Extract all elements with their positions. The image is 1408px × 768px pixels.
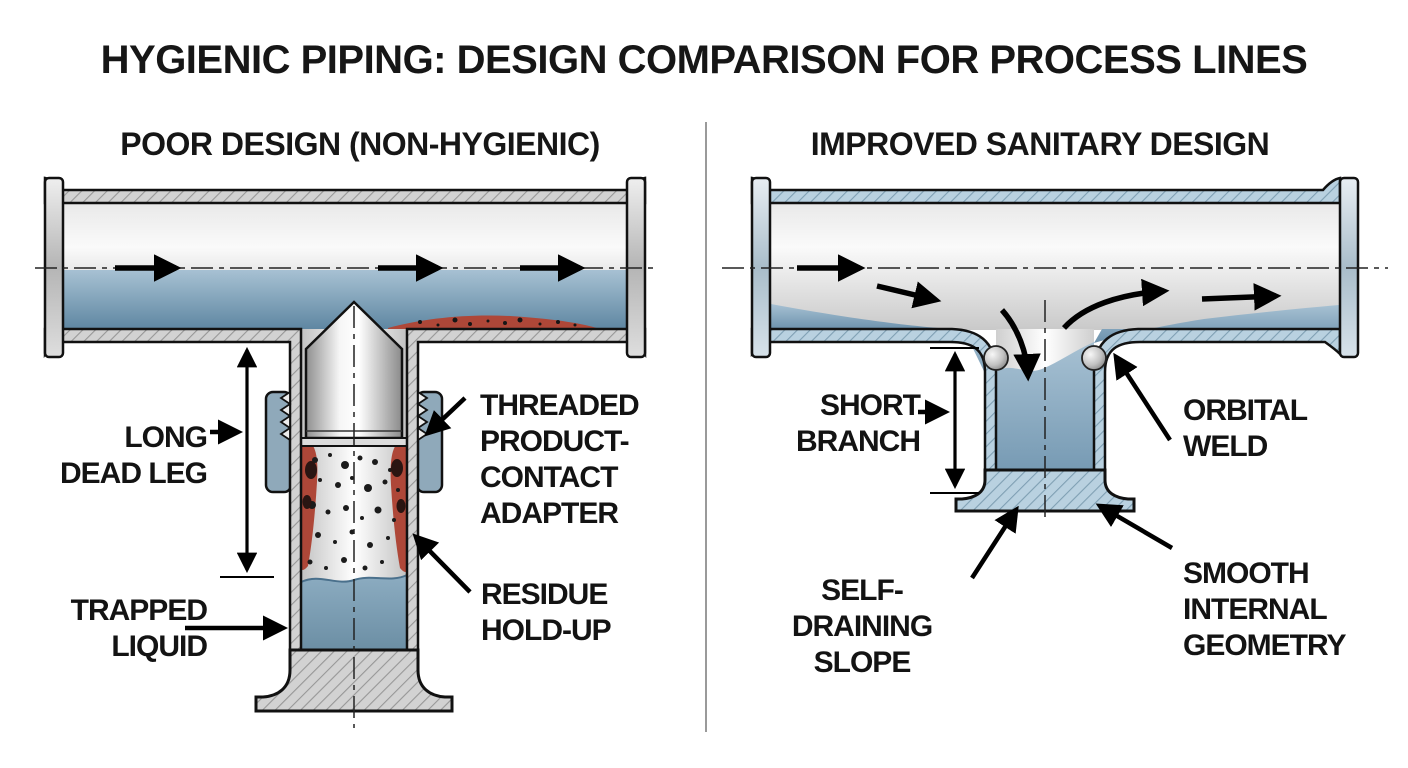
weld-bead-icon — [983, 345, 1009, 371]
flow-out-of-branch-arrow — [1061, 278, 1170, 330]
orbital-weld-arrow — [1113, 352, 1172, 442]
pointer-arrows — [185, 396, 472, 641]
label-orbital-weld: ORBITAL WELD — [1183, 394, 1308, 463]
branch-flange — [254, 648, 454, 713]
thread-teeth — [279, 390, 429, 442]
self-draining-arrow — [970, 505, 1019, 580]
residue-smear-speckles — [418, 317, 577, 327]
right-panel-heading: IMPROVED SANITARY DESIGN — [810, 126, 1270, 162]
weld-bead-icon — [1081, 345, 1107, 371]
residue-smear — [388, 315, 600, 329]
threaded-adapter-arrow — [424, 396, 467, 437]
liquid-right-wedge — [1094, 305, 1339, 343]
label-long-dead-leg: LONG DEAD LEG — [59, 421, 208, 490]
panel-divider — [705, 122, 707, 732]
label-residue-holdup: RESIDUE HOLD-UP — [481, 578, 612, 647]
top-wall — [43, 176, 647, 205]
label-trapped-liquid: TRAPPED LIQUID — [70, 594, 208, 663]
top-wall — [750, 176, 1342, 205]
flow-into-branch-arrow — [999, 308, 1041, 382]
pointer-arrows — [918, 352, 1174, 580]
label-self-draining-slope: SELF-DRAINING SLOPE — [791, 574, 933, 679]
main-title: HYGIENIC PIPING: DESIGN COMPARISON FOR P… — [100, 38, 1308, 82]
smooth-geometry-arrow — [1095, 503, 1174, 550]
short-branch-dimension — [930, 347, 979, 494]
dead-leg-dimension — [220, 346, 274, 578]
residue-blobs — [302, 459, 406, 513]
sanitary-design-diagram — [722, 176, 1388, 580]
orbital-weld-beads — [983, 345, 1107, 371]
residue-holdup-arrow — [412, 533, 472, 594]
branch-flange — [954, 468, 1136, 513]
label-threaded-adapter: THREADED PRODUCT- CONTACT ADAPTER — [480, 389, 640, 530]
label-smooth-internal-geometry: SMOOTH INTERNAL GEOMETRY — [1183, 557, 1347, 662]
label-short-branch: SHORT BRANCH — [796, 389, 921, 458]
liquid-left-wedge — [771, 304, 968, 330]
flow-arrows — [797, 254, 1282, 382]
left-panel-heading: POOR DESIGN (NON-HYGIENIC) — [120, 126, 600, 162]
bottom-right-wall — [1092, 327, 1342, 474]
run-pipe-interior — [771, 203, 1339, 505]
poor-design-diagram — [35, 176, 655, 728]
